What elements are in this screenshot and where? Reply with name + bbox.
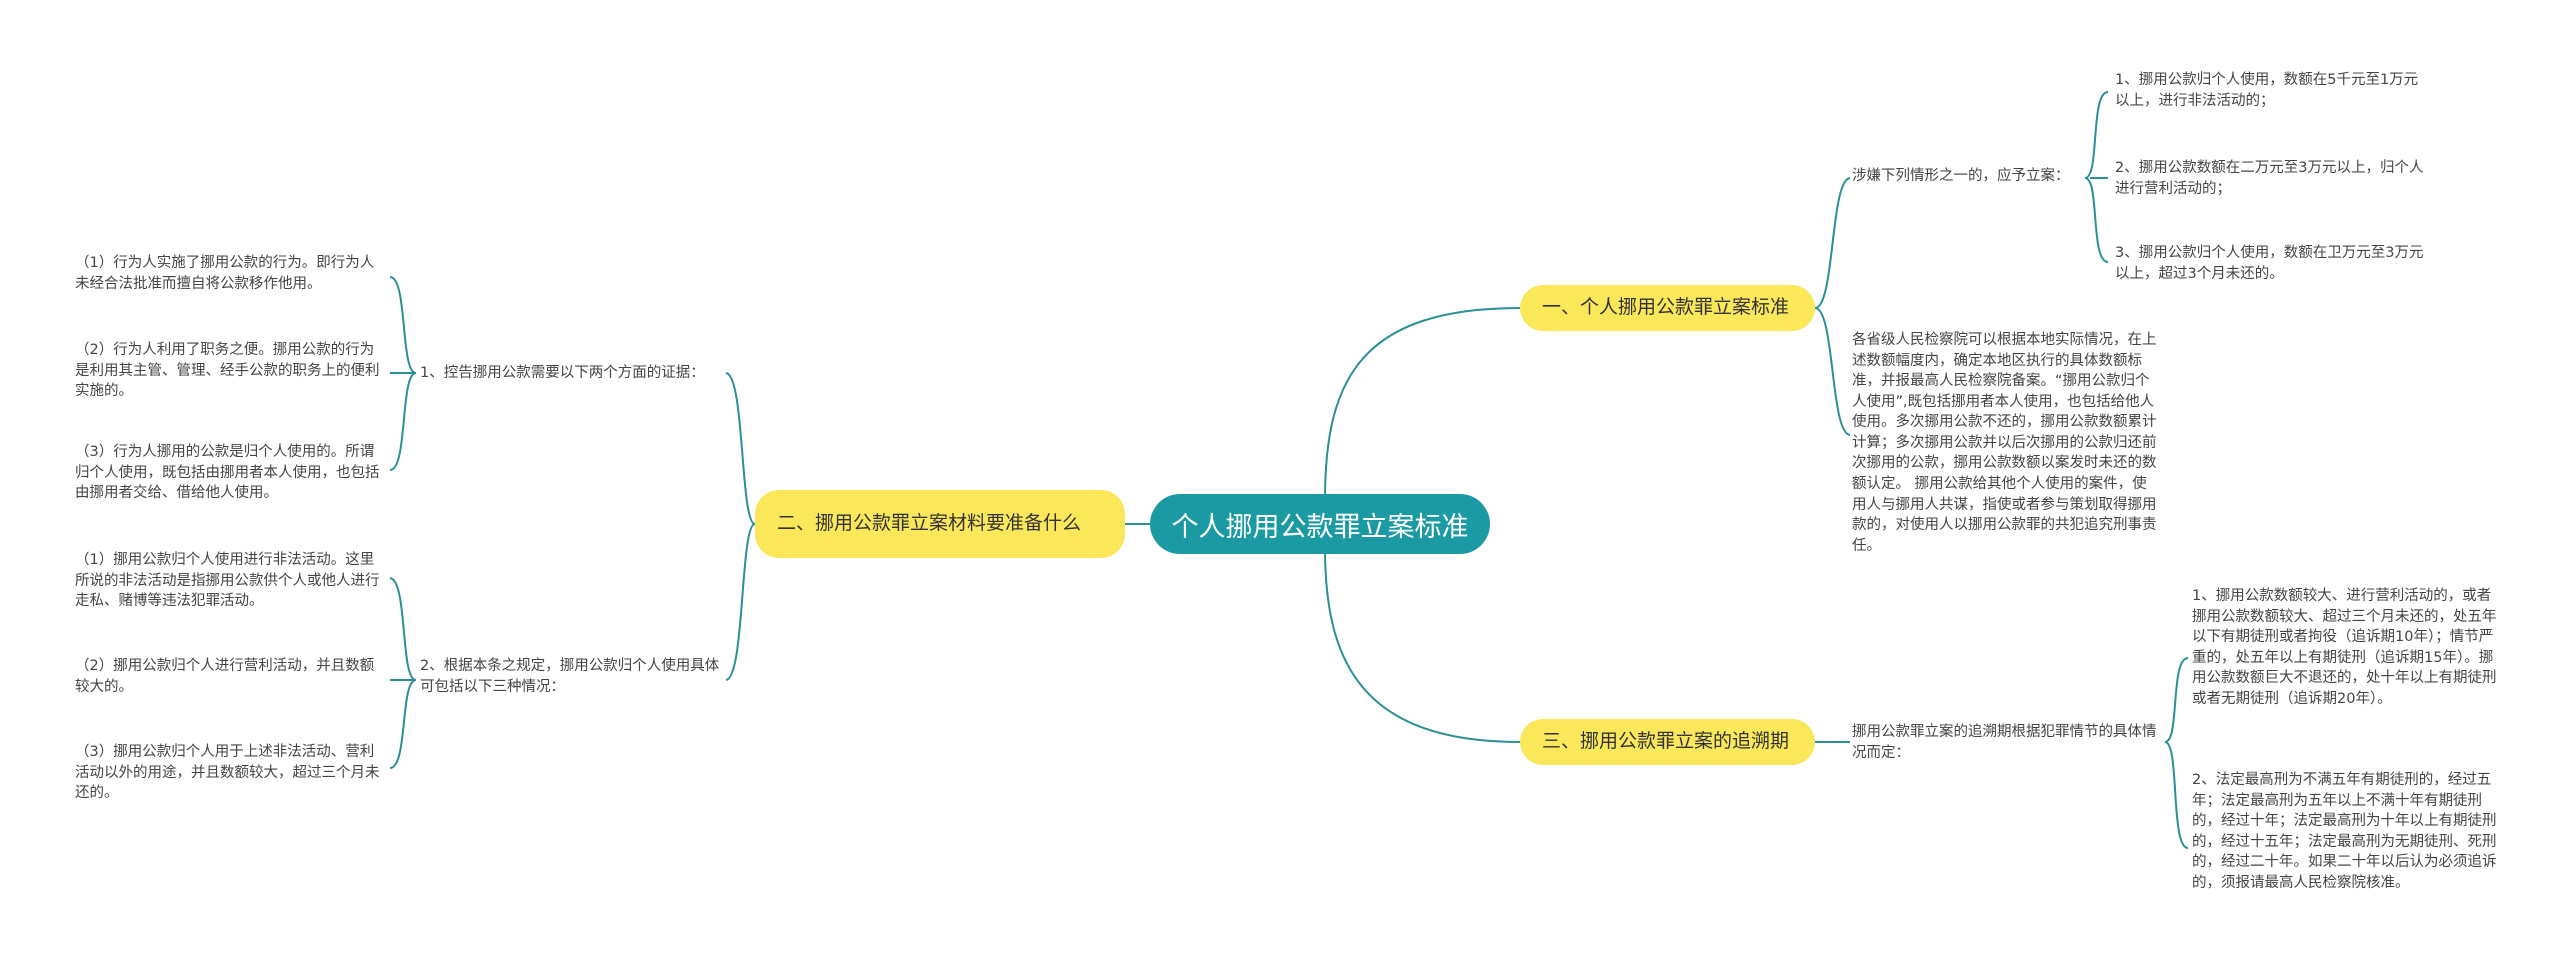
b3-child-1: 挪用公款罪立案的追溯期根据犯罪情节的具体情况而定： bbox=[1852, 724, 2157, 761]
b2-child-2: 2、根据本条之规定，挪用公款归个人使用具体可包括以下三种情况： bbox=[420, 658, 720, 695]
bracket-b1-c1 bbox=[2084, 91, 2109, 263]
connector-root-b1 bbox=[1324, 307, 1521, 501]
b2-c2-leaf-3: （3）挪用公款归个人用于上述非法活动、营利活动以外的用途，并且数额较大，超过三个… bbox=[75, 744, 380, 802]
b3-c1-leaf-2: 2、法定最高刑为不满五年有期徒刑的，经过五年；法定最高刑为五年以上不满十年有期徒… bbox=[2192, 772, 2497, 891]
b2-c1-leaf-3: （3）行为人挪用的公款是归个人使用的。所谓归个人使用，既包括由挪用者本人使用，也… bbox=[75, 444, 380, 502]
connector-b2-c1 bbox=[725, 372, 756, 525]
branch-node-1[interactable]: 一、个人挪用公款罪立案标准 bbox=[1520, 285, 1815, 331]
b2-c1-leaf-1: （1）行为人实施了挪用公款的行为。即行为人未经合法批准而擅自将公款移作他用。 bbox=[75, 255, 375, 292]
root-node[interactable]: 个人挪用公款罪立案标准 bbox=[1150, 494, 1490, 554]
branch-node-3[interactable]: 三、挪用公款罪立案的追溯期 bbox=[1520, 719, 1815, 765]
connector-b1-c1 bbox=[1814, 177, 1851, 309]
b1-c1-leaf-2: 2、挪用公款数额在二万元至3万元以上，归个人进行营利活动的； bbox=[2115, 160, 2424, 197]
b1-c1-leaf-3: 3、挪用公款归个人使用，数额在卫万元至3万元以上，超过3个月未还的。 bbox=[2115, 245, 2424, 282]
connector-b2-c2 bbox=[725, 523, 756, 681]
b1-child-2: 各省级人民检察院可以根据本地实际情况，在上述数额幅度内，确定本地区执行的具体数额… bbox=[1852, 332, 2157, 554]
b2-child-1: 1、控告挪用公款需要以下两个方面的证据： bbox=[420, 365, 705, 381]
bracket-b3-c1 bbox=[2164, 657, 2189, 849]
b1-c1-leaf-1: 1、挪用公款归个人使用，数额在5千元至1万元以上，进行非法活动的； bbox=[2115, 72, 2419, 109]
b2-c2-leaf-2: （2）挪用公款归个人进行营利活动，并且数额较大的。 bbox=[75, 658, 375, 695]
b2-c2-leaf-1: （1）挪用公款归个人使用进行非法活动。这里所说的非法活动是指挪用公款供个人或他人… bbox=[75, 552, 380, 610]
bracket-b2-c1 bbox=[389, 276, 417, 471]
b1-child-1: 涉嫌下列情形之一的，应予立案： bbox=[1852, 168, 2070, 184]
bracket-b2-c2 bbox=[389, 577, 417, 769]
branch-node-2[interactable]: 二、挪用公款罪立案材料要准备什么 bbox=[755, 490, 1125, 558]
connector-b1-c2 bbox=[1814, 307, 1851, 436]
b2-c1-leaf-2: （2）行为人利用了职务之便。挪用公款的行为是利用其主管、管理、经手公款的职务上的… bbox=[75, 342, 380, 400]
b3-c1-leaf-1: 1、挪用公款数额较大、进行营利活动的，或者挪用公款数额较大、超过三个月未还的，处… bbox=[2192, 588, 2497, 707]
connector-root-b3 bbox=[1324, 547, 1521, 743]
